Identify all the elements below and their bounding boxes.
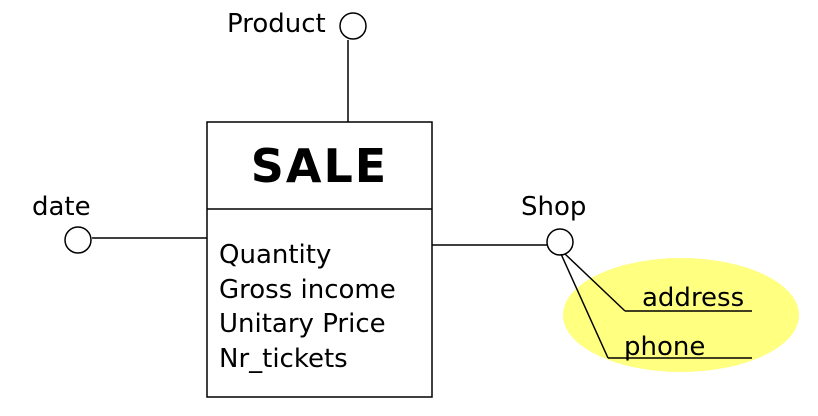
- shop-label: Shop: [521, 192, 587, 222]
- address-edge: [564, 253, 626, 312]
- fact-box: [206, 121, 433, 398]
- fact-name: SALE: [250, 138, 389, 193]
- product-label: Product: [227, 9, 326, 39]
- measure-item: Nr_tickets: [219, 343, 348, 374]
- phone-label: phone: [624, 332, 706, 362]
- product-node: [339, 12, 367, 40]
- measures-list: Quantity Gross income Unitary Price Nr_t…: [219, 238, 396, 376]
- address-label: address: [642, 283, 745, 313]
- phone-edge: [560, 253, 609, 359]
- measure-item: Unitary Price: [219, 309, 386, 339]
- measure-item: Quantity: [219, 240, 332, 270]
- date-label: date: [32, 192, 91, 222]
- date-node: [64, 226, 92, 254]
- shop-node: [546, 228, 574, 256]
- shop-attributes-highlight: [563, 258, 799, 372]
- measure-item: Gross income: [219, 274, 396, 305]
